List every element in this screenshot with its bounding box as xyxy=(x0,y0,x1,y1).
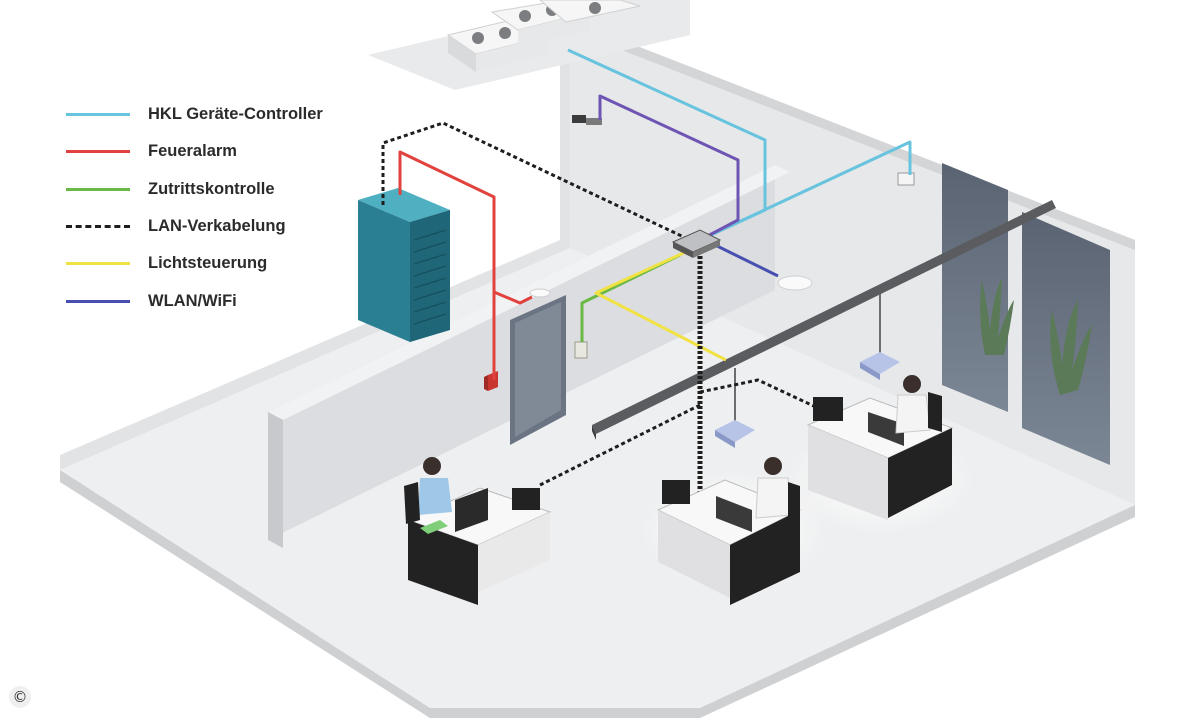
cable-lan-right xyxy=(699,378,819,410)
network-switch-icon xyxy=(671,229,722,258)
legend: HKL Geräte-Controller Feueralarm Zutritt… xyxy=(66,96,323,320)
cable-lan-server xyxy=(381,121,691,242)
partition-wall-top xyxy=(268,165,790,420)
legend-item: LAN-Verkabelung xyxy=(66,208,323,245)
smoke-detector-icon xyxy=(529,288,551,298)
cable-fire-detector xyxy=(493,290,533,305)
floor xyxy=(60,248,1135,718)
copyright-icon: © xyxy=(9,686,31,708)
plant-icon xyxy=(980,278,1092,395)
desk-right xyxy=(806,397,954,520)
legend-label: HKL Geräte-Controller xyxy=(148,105,323,124)
cable-lan-left xyxy=(539,403,701,487)
person-middle xyxy=(755,457,800,522)
cable-camera xyxy=(598,94,740,242)
cable-hkl-controller xyxy=(699,140,912,242)
legend-swatch-access xyxy=(66,187,130,191)
legend-swatch-hkl xyxy=(66,113,130,117)
person-left xyxy=(404,457,452,524)
desk-left xyxy=(406,487,552,605)
server-rack-icon xyxy=(358,188,450,342)
legend-item: Zutrittskontrolle xyxy=(66,171,323,208)
legend-item: Feueralarm xyxy=(66,133,323,170)
door xyxy=(510,295,566,445)
legend-label: Zutrittskontrolle xyxy=(148,179,275,198)
cable-light xyxy=(594,248,727,362)
legend-label: Lichtsteuerung xyxy=(148,254,268,273)
person-right xyxy=(895,375,942,434)
ceiling-light-beam xyxy=(592,200,1056,440)
legend-item: HKL Geräte-Controller xyxy=(66,96,323,133)
hvac-unit-icon xyxy=(446,0,641,72)
legend-swatch-wlan xyxy=(66,299,130,303)
legend-item: Lichtsteuerung xyxy=(66,245,323,282)
hvac-controller-icon xyxy=(897,172,915,186)
wifi-access-point-icon xyxy=(777,275,813,291)
cable-fire xyxy=(398,150,496,380)
legend-swatch-light xyxy=(66,262,130,266)
legend-swatch-fire xyxy=(66,150,130,154)
access-control-reader-icon xyxy=(574,341,588,359)
legend-label: WLAN/WiFi xyxy=(148,291,237,310)
legend-label: Feueralarm xyxy=(148,142,237,161)
partition-wall-side xyxy=(268,412,283,548)
legend-label: LAN-Verkabelung xyxy=(148,217,286,236)
security-camera-icon xyxy=(572,115,602,125)
hvac-diffuser xyxy=(715,352,900,448)
legend-item: WLAN/WiFi xyxy=(66,282,323,319)
legend-swatch-lan xyxy=(66,225,130,229)
